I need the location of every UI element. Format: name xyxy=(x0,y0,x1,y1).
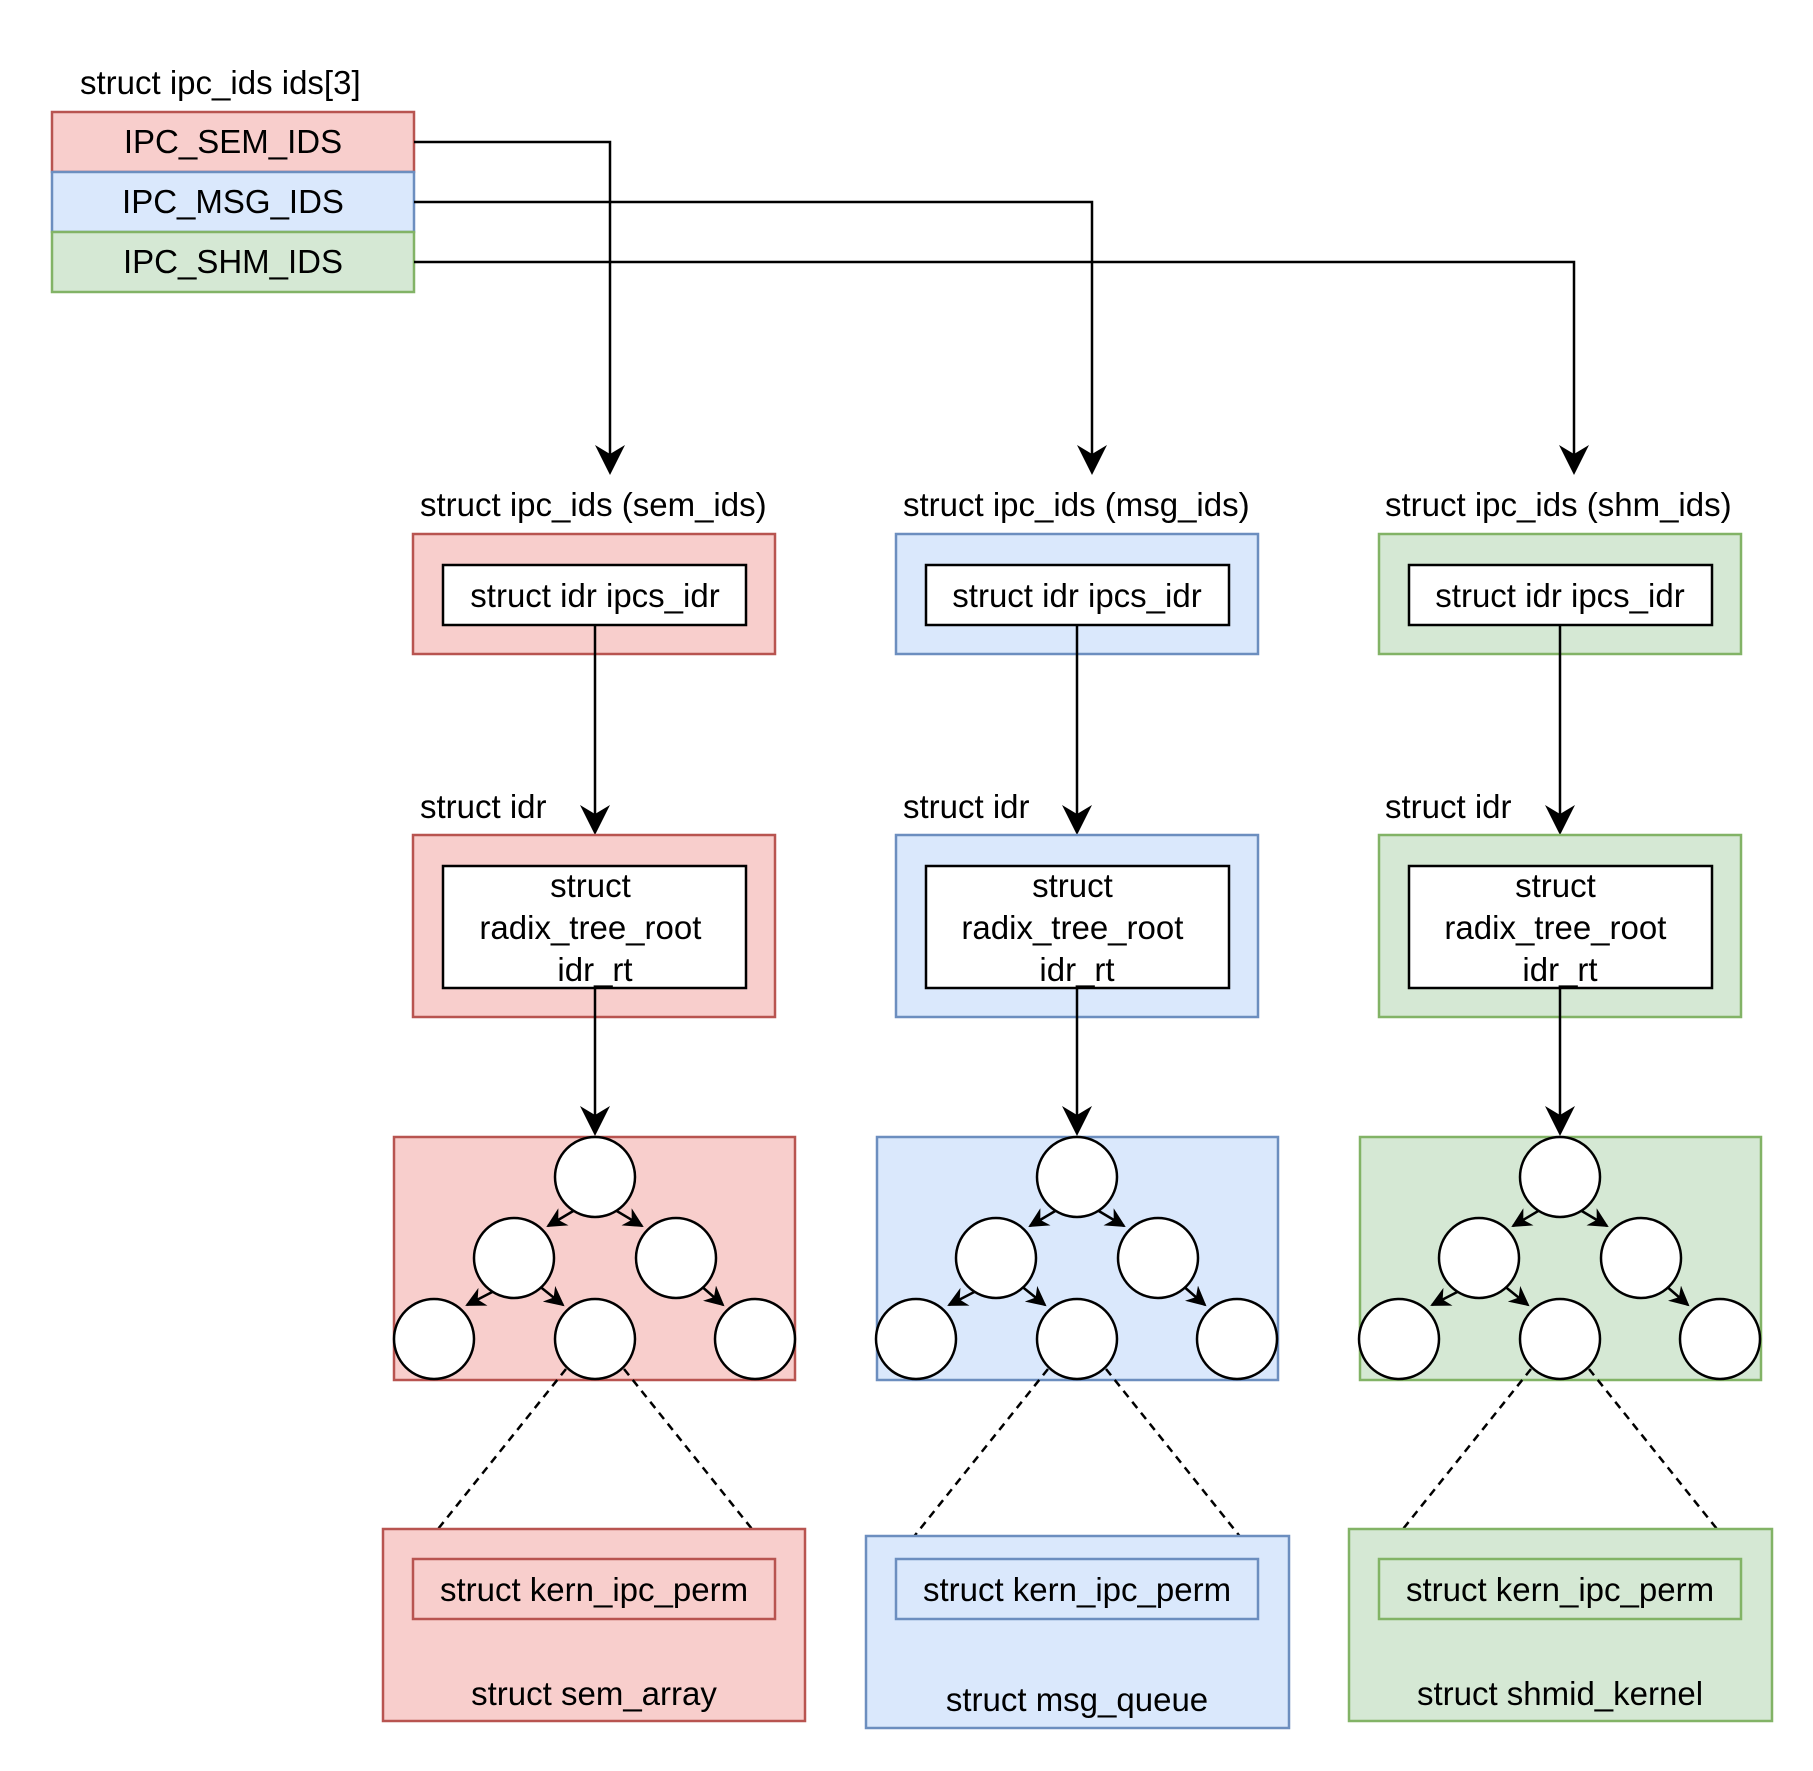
msg-ipcs-idr-box xyxy=(924,563,1231,627)
ids-entry-shm-label: IPC_SHM_IDS xyxy=(123,243,343,280)
shm-ipcs-idr-box xyxy=(1407,563,1714,627)
msg-tree-node xyxy=(874,1297,958,1381)
msg-ipcs-idr-label: struct idr ipcs_idr xyxy=(952,577,1201,614)
column-sem: struct ipc_ids (sem_ids) struct idr ipcs… xyxy=(381,486,807,1723)
shm-ipcs-idr-label: struct idr ipcs_idr xyxy=(1435,577,1684,614)
ids-entry-sem-box xyxy=(50,110,416,174)
ids-entry-msg-box xyxy=(50,170,416,234)
msg-perm-label: struct kern_ipc_perm xyxy=(923,1571,1231,1608)
msg-zoom-line-left xyxy=(895,1368,1049,1560)
msg-radix-box xyxy=(924,864,1231,990)
sem-tree-node xyxy=(553,1135,637,1219)
msg-tree-nodes xyxy=(874,1135,1279,1381)
sem-idr-title: struct idr xyxy=(420,788,547,825)
shm-tree-nodes xyxy=(1357,1135,1762,1381)
sem-perm-box xyxy=(411,1557,777,1621)
column-shm: struct ipc_ids (shm_ids) struct idr ipcs… xyxy=(1347,486,1774,1723)
shm-tree-node xyxy=(1599,1216,1683,1300)
ids-connectors xyxy=(414,140,1589,475)
msg-object-label: struct msg_queue xyxy=(946,1681,1208,1718)
msg-radix-line-3: idr_rt xyxy=(1039,951,1114,988)
sem-tree-node xyxy=(392,1297,476,1381)
sem-tree-nodes xyxy=(392,1135,797,1381)
sem-ipc-ids-title: struct ipc_ids (sem_ids) xyxy=(420,486,767,523)
shm-radix-label: struct radix_tree_root idr_rt xyxy=(1444,867,1675,988)
shm-radix-box xyxy=(1407,864,1714,990)
ids-entry-sem: IPC_SEM_IDS xyxy=(50,110,416,174)
ids-entry-msg: IPC_MSG_IDS xyxy=(50,170,416,234)
msg-radix-label: struct radix_tree_root idr_rt xyxy=(961,867,1192,988)
msg-radix-line-2: radix_tree_root xyxy=(961,909,1183,946)
shm-tree-node xyxy=(1678,1297,1762,1381)
sem-tree-node xyxy=(634,1216,718,1300)
ids-entry-shm-box xyxy=(50,230,416,294)
sem-radix-line-2: radix_tree_root xyxy=(479,909,701,946)
msg-tree-edge xyxy=(1019,1284,1047,1307)
connector-sem xyxy=(414,140,625,475)
column-msg: struct ipc_ids (msg_ids) struct idr ipcs… xyxy=(864,486,1291,1730)
sem-tree-node xyxy=(553,1297,637,1381)
ids-entry-sem-label: IPC_SEM_IDS xyxy=(124,123,342,160)
shm-ipc-ids-title: struct ipc_ids (shm_ids) xyxy=(1385,486,1732,523)
ids-array-title: struct ipc_ids ids[3] xyxy=(80,64,361,101)
shm-tree-node xyxy=(1357,1297,1441,1381)
ids-entry-msg-label: IPC_MSG_IDS xyxy=(122,183,344,220)
shm-radix-line-3: idr_rt xyxy=(1522,951,1597,988)
sem-tree-edge xyxy=(537,1284,565,1307)
sem-radix-line-3: idr_rt xyxy=(557,951,632,988)
shm-tree-node xyxy=(1518,1135,1602,1219)
sem-object-label: struct sem_array xyxy=(471,1675,717,1712)
connector-shm xyxy=(414,260,1589,475)
shm-radix-line-1: struct xyxy=(1515,867,1596,904)
msg-zoom-lines xyxy=(895,1368,1259,1560)
shm-object-label: struct shmid_kernel xyxy=(1417,1675,1703,1712)
shm-zoom-line-left xyxy=(1378,1368,1532,1560)
sem-radix-box xyxy=(441,864,748,990)
sem-radix-line-1: struct xyxy=(550,867,631,904)
sem-zoom-line-left xyxy=(413,1368,567,1560)
msg-tree-node xyxy=(1116,1216,1200,1300)
msg-idr-title: struct idr xyxy=(903,788,1030,825)
msg-tree-node xyxy=(1035,1135,1119,1219)
shm-radix-line-2: radix_tree_root xyxy=(1444,909,1666,946)
msg-zoom-line-right xyxy=(1105,1368,1259,1560)
shm-tree-node xyxy=(1518,1297,1602,1381)
ids-entry-shm: IPC_SHM_IDS xyxy=(50,230,416,294)
shm-tree-node xyxy=(1437,1216,1521,1300)
msg-radix-line-1: struct xyxy=(1032,867,1113,904)
ids-array: struct ipc_ids ids[3] IPC_SEM_IDS IPC_MS… xyxy=(50,64,416,294)
sem-zoom-line-right xyxy=(623,1368,777,1560)
sem-radix-label: struct radix_tree_root idr_rt xyxy=(479,867,710,988)
shm-tree-edge xyxy=(1502,1284,1530,1307)
msg-perm-box xyxy=(894,1557,1260,1621)
sem-zoom-lines xyxy=(413,1368,777,1560)
msg-tree-node xyxy=(1195,1297,1279,1381)
shm-perm-label: struct kern_ipc_perm xyxy=(1406,1571,1714,1608)
shm-perm-box xyxy=(1377,1557,1743,1621)
sem-tree-node xyxy=(472,1216,556,1300)
msg-tree-node xyxy=(1035,1297,1119,1381)
shm-idr-title: struct idr xyxy=(1385,788,1512,825)
sem-perm-label: struct kern_ipc_perm xyxy=(440,1571,748,1608)
connector-msg xyxy=(414,200,1107,475)
shm-zoom-lines xyxy=(1378,1368,1742,1560)
msg-ipc-ids-title: struct ipc_ids (msg_ids) xyxy=(903,486,1250,523)
sem-tree-node xyxy=(713,1297,797,1381)
shm-zoom-line-right xyxy=(1588,1368,1742,1560)
sem-ipcs-idr-label: struct idr ipcs_idr xyxy=(470,577,719,614)
msg-tree-node xyxy=(954,1216,1038,1300)
